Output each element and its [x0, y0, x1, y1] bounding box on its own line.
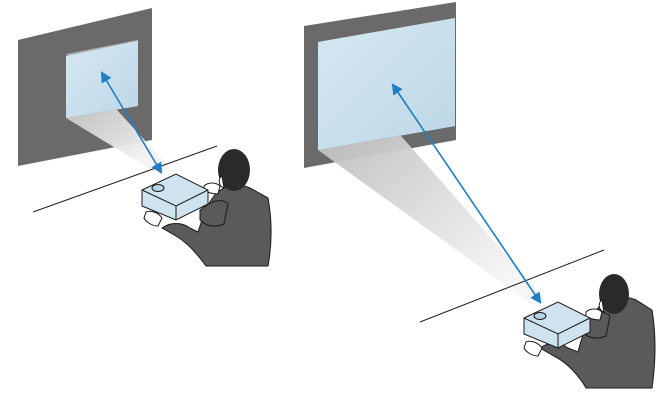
scene-long-distance — [304, 2, 655, 388]
projector-right — [524, 302, 590, 348]
scene-short-distance — [18, 8, 271, 266]
hand-right-bottom — [524, 341, 542, 356]
